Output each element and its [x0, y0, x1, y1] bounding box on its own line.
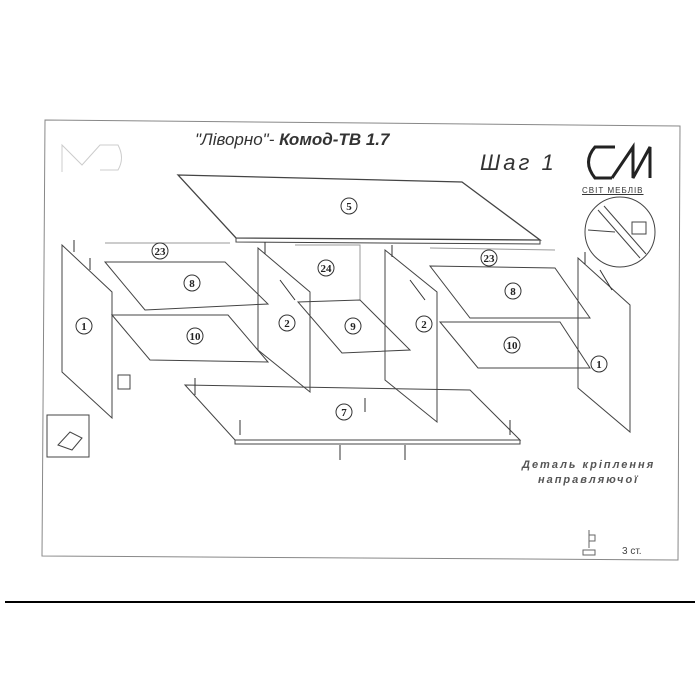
page-number: 3 ст.	[622, 546, 642, 557]
part-label-shelf-upper-left: 8	[189, 278, 195, 290]
part-label-divider-right: 2	[421, 319, 427, 331]
svit-mebliv-logo-icon	[587, 142, 652, 180]
part-label-bottom: 7	[341, 407, 347, 419]
part-label-shelf-group-right: 23	[484, 253, 496, 265]
panel-side-left	[61, 243, 113, 420]
shelf-upper-right	[428, 265, 591, 319]
part-label-middle-shelf: 9	[350, 321, 356, 333]
part-label-side-right: 1	[596, 359, 602, 371]
shelf-lower-left	[110, 314, 270, 363]
title-model: Комод-ТВ 1.7	[279, 130, 390, 149]
watermark-logo-icon	[61, 143, 122, 172]
rail-detail-icon	[584, 196, 656, 268]
shelf-lower-right	[438, 321, 591, 369]
panel-top	[176, 174, 542, 241]
step-label: Шаг 1	[480, 150, 557, 175]
title-name: "Ліворно"-	[195, 130, 275, 149]
bracket-icon	[582, 530, 596, 556]
panel-side-right	[577, 256, 631, 434]
part-label-top: 5	[346, 201, 352, 213]
part-label-divider-left: 2	[284, 318, 290, 330]
part-label-shelf-upper-right: 8	[510, 286, 516, 298]
part-label-shelf-lower-left: 10	[190, 331, 202, 343]
part-label-side-left: 1	[81, 321, 87, 333]
detail-caption-line2: направляючої	[537, 474, 640, 486]
detail-caption-line1: Деталь кріплення	[522, 459, 656, 471]
shelf-middle	[296, 299, 412, 354]
part-label-shelf-lower-right: 10	[507, 340, 519, 352]
panel-divider-left	[257, 246, 311, 394]
shelf-upper-left	[103, 261, 270, 311]
panel-divider-right	[384, 248, 438, 424]
part-label-shelf-group-left: 23	[155, 246, 167, 258]
detail-caption: Деталь кріплення направляючої	[522, 458, 655, 488]
fastener-detail-icon	[46, 374, 131, 458]
part-label-middle-group: 24	[321, 263, 333, 275]
brand-name: СВІТ МЕБЛІВ	[582, 186, 644, 195]
panel-bottom	[183, 384, 522, 441]
page-frame	[41, 119, 681, 561]
screw-icons	[73, 240, 613, 460]
page-title: "Ліворно"- Комод-ТВ 1.7	[195, 130, 389, 150]
